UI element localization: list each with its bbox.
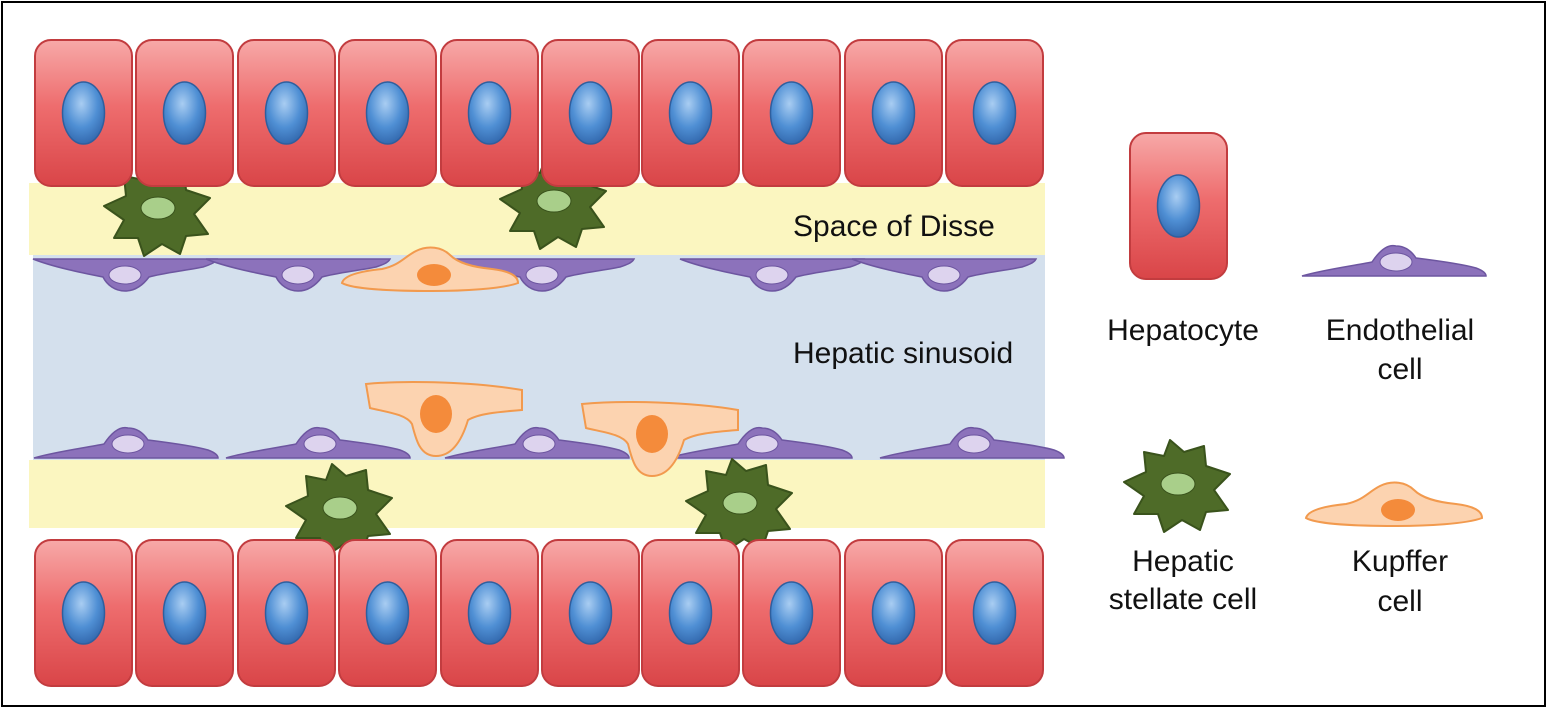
hepatocyte-row-bottom bbox=[34, 539, 1044, 687]
hepatic-sinusoid-label: Hepatic sinusoid bbox=[793, 337, 1014, 370]
legend-endothelial-label-line2: cell bbox=[1377, 353, 1423, 386]
hepatocyte bbox=[440, 539, 539, 687]
legend-kupffer-label-line1: Kupffer bbox=[1351, 545, 1449, 578]
hepatocyte bbox=[945, 539, 1044, 687]
hepatocyte bbox=[844, 539, 943, 687]
hepatocyte bbox=[742, 539, 841, 687]
hepatocyte bbox=[338, 539, 437, 687]
legend-kupffer-label-line2: cell bbox=[1377, 585, 1423, 618]
legend-stellate-label-line1: Hepatic bbox=[1132, 545, 1234, 578]
hepatocyte-row-top bbox=[34, 39, 1044, 187]
hepatocyte bbox=[135, 539, 234, 687]
hepatocyte bbox=[641, 539, 740, 687]
hepatocyte bbox=[742, 39, 841, 187]
legend-endothelial-icon bbox=[1301, 244, 1487, 277]
space-of-disse-label: Space of Disse bbox=[793, 210, 995, 243]
hepatocyte bbox=[135, 39, 234, 187]
hepatocyte bbox=[440, 39, 539, 187]
hepatocyte bbox=[34, 39, 133, 187]
legend-hepatocyte-label: Hepatocyte bbox=[1107, 314, 1259, 347]
legend-endothelial-label-line1: Endothelial bbox=[1325, 314, 1475, 347]
legend-kupffer-icon bbox=[1305, 481, 1483, 527]
hepatocyte bbox=[641, 39, 740, 187]
hepatocyte bbox=[541, 39, 640, 187]
hepatocyte bbox=[844, 39, 943, 187]
hepatocyte bbox=[34, 539, 133, 687]
hepatocyte bbox=[338, 39, 437, 187]
space-of-disse-bottom bbox=[29, 460, 1045, 528]
hepatocyte bbox=[237, 539, 336, 687]
legend-stellate-icon bbox=[1123, 439, 1231, 533]
legend-hepatocyte-icon bbox=[1129, 132, 1228, 280]
hepatocyte bbox=[945, 39, 1044, 187]
hepatocyte bbox=[237, 39, 336, 187]
hepatocyte bbox=[541, 539, 640, 687]
legend-stellate-label-line2: stellate cell bbox=[1108, 583, 1258, 616]
